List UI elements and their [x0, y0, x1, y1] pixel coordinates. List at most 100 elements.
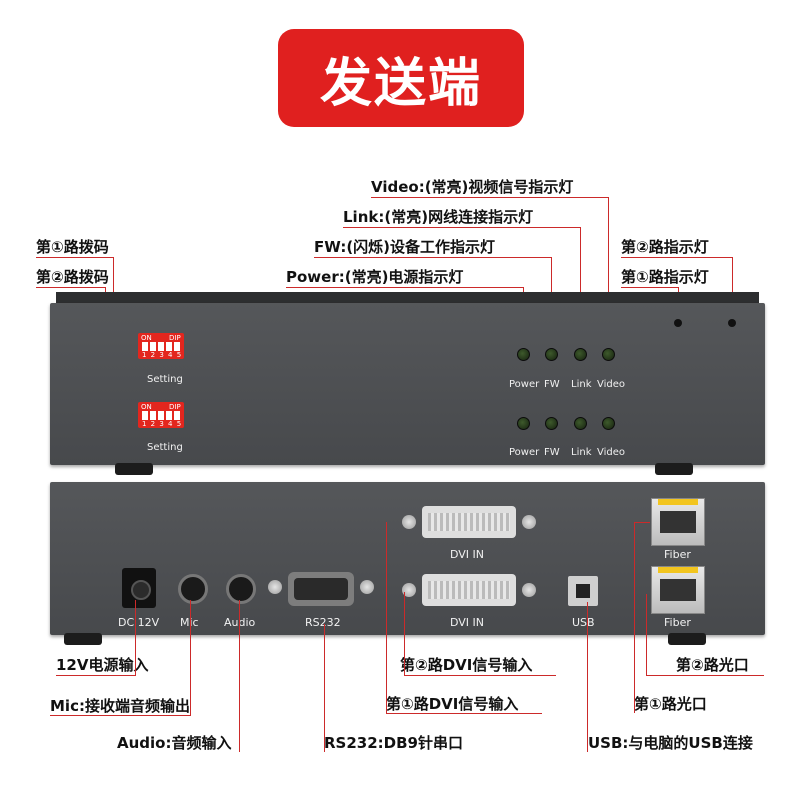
callout-dvi1: 第①路DVI信号输入	[386, 695, 519, 713]
dip-on-label: ON	[141, 403, 152, 411]
leader-video-v	[608, 197, 609, 344]
fiber-port-1[interactable]	[651, 498, 705, 546]
back-foot-left	[64, 633, 102, 645]
callout-link: Link:(常亮)网线连接指示灯	[343, 208, 534, 226]
callout-ind1: 第①路指示灯	[621, 268, 709, 286]
dip-switch-1[interactable]: ON DIP 1 2 3 4 5	[138, 333, 184, 359]
callout-dip2: 第②路拨码	[36, 268, 109, 286]
dvi1-label: DVI IN	[450, 548, 485, 561]
usb-label: USB	[572, 616, 595, 629]
indicator-hole-1	[674, 319, 682, 327]
mic-jack[interactable]	[178, 574, 208, 604]
leader-fiber1-v	[634, 522, 635, 713]
leader-dc-v	[135, 600, 136, 675]
fiber1-label: Fiber	[664, 548, 691, 561]
leader-dc-h	[56, 675, 136, 676]
dvi2-screw-left	[402, 583, 416, 597]
dip-toggle[interactable]	[142, 411, 148, 420]
leader-video-h	[371, 197, 609, 198]
usb-port[interactable]	[568, 576, 598, 606]
link-led-1	[574, 348, 587, 361]
leader-fiber1-top	[634, 522, 650, 523]
rs232-screw-right	[360, 580, 374, 594]
dip-toggle[interactable]	[158, 342, 164, 351]
rs232-label: RS232	[305, 616, 341, 629]
callout-fw: FW:(闪烁)设备工作指示灯	[314, 238, 496, 256]
dip-dip-label: DIP	[169, 403, 181, 411]
callout-mic: Mic:接收端音频输出	[50, 697, 190, 715]
dip-toggle[interactable]	[166, 411, 172, 420]
callout-fiber2: 第②路光口	[676, 656, 749, 674]
dvi-port-2[interactable]	[422, 574, 516, 606]
leader-fw-h	[314, 257, 552, 258]
dip-toggle[interactable]	[166, 342, 172, 351]
video-led-1	[602, 348, 615, 361]
callout-dip1: 第①路拨码	[36, 238, 109, 256]
dvi2-label: DVI IN	[450, 616, 485, 629]
back-panel: DC 12V Mic Audio RS232 DVI IN DVI IN USB…	[50, 482, 765, 635]
leader-rs232-v	[324, 624, 325, 752]
dc-jack[interactable]	[122, 568, 156, 608]
callout-fiber1: 第①路光口	[634, 695, 707, 713]
audio-jack[interactable]	[226, 574, 256, 604]
page-title: 发送端	[278, 29, 524, 127]
dip-toggle[interactable]	[142, 342, 148, 351]
leader-audio-v	[239, 600, 240, 752]
fiber-port-2[interactable]	[651, 566, 705, 614]
leader-link-h	[343, 227, 581, 228]
led-label-power: Power	[509, 447, 540, 458]
callout-power: Power:(常亮)电源指示灯	[286, 268, 464, 286]
leader-dvi1-h	[386, 713, 542, 714]
link-led-2	[574, 417, 587, 430]
dip-toggle[interactable]	[174, 342, 180, 351]
mic-label: Mic	[180, 616, 199, 629]
dip-switch-2[interactable]: ON DIP 1 2 3 4 5	[138, 402, 184, 428]
indicator-hole-2	[728, 319, 736, 327]
dc-label: DC 12V	[118, 616, 160, 629]
dip-toggle[interactable]	[158, 411, 164, 420]
dip-toggle[interactable]	[150, 342, 156, 351]
callout-rs232: RS232:DB9针串口	[324, 734, 463, 752]
led-label-link: Link	[571, 447, 592, 458]
dip-numbers: 1 2 3 4 5	[142, 420, 183, 428]
power-led-1	[517, 348, 530, 361]
fw-led-2	[545, 417, 558, 430]
dvi-port-1[interactable]	[422, 506, 516, 538]
leader-mic-h	[50, 715, 191, 716]
leader-ind2-h	[621, 257, 733, 258]
leader-dvi2-h	[404, 675, 556, 676]
setting-label-1: Setting	[147, 374, 183, 385]
dip-on-label: ON	[141, 334, 152, 342]
callout-dc: 12V电源输入	[56, 656, 149, 674]
dip-numbers: 1 2 3 4 5	[142, 351, 183, 359]
dip-toggle[interactable]	[174, 411, 180, 420]
leader-fiber2-v	[646, 594, 647, 675]
rs232-screw-left	[268, 580, 282, 594]
fiber2-label: Fiber	[664, 616, 691, 629]
leader-dvi1-v	[386, 522, 387, 713]
led-label-video: Video	[597, 447, 626, 458]
leader-mic-v	[190, 600, 191, 715]
led-label-video: Video	[597, 379, 626, 390]
front-foot-right	[655, 463, 693, 475]
setting-label-2: Setting	[147, 442, 183, 453]
callout-usb: USB:与电脑的USB连接	[588, 734, 753, 752]
leader-power-h	[286, 287, 524, 288]
dvi1-screw-right	[522, 515, 536, 529]
dip-dip-label: DIP	[169, 334, 181, 342]
rs232-port[interactable]	[288, 572, 354, 606]
leader-usb-v	[587, 602, 588, 752]
dip-toggle[interactable]	[150, 411, 156, 420]
dvi1-screw-left	[402, 515, 416, 529]
front-foot-left	[115, 463, 153, 475]
leader-dvi2-v	[404, 592, 405, 675]
leader-dip2-h	[36, 287, 106, 288]
leader-link-v	[580, 227, 581, 344]
callout-video: Video:(常亮)视频信号指示灯	[371, 178, 574, 196]
led-label-link: Link	[571, 379, 592, 390]
front-panel: ON DIP 1 2 3 4 5 Setting ON DIP 1 2 3 4 …	[50, 303, 765, 465]
leader-dip1-h	[36, 257, 114, 258]
video-led-2	[602, 417, 615, 430]
leader-ind1-h	[621, 287, 679, 288]
leader-fiber2-h	[646, 675, 764, 676]
